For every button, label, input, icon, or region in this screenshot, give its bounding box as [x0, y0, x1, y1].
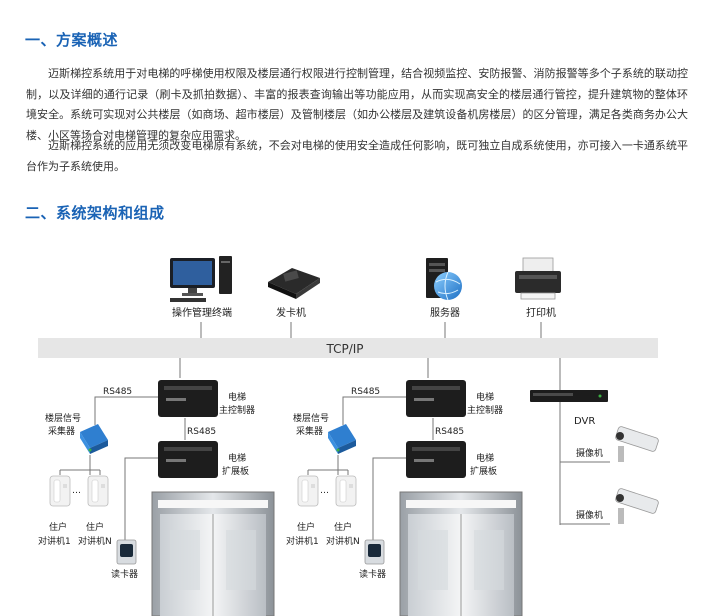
ellipsis: …	[320, 486, 329, 496]
rs485-top-label: RS485	[351, 387, 380, 397]
rs485-top-label: RS485	[103, 387, 132, 397]
dvr-group: DVR 摄像机 摄像机	[530, 358, 659, 525]
card-reader-icon	[364, 539, 385, 565]
intercom-n-label-1: 住户	[86, 521, 104, 533]
intercom-1-icon	[49, 475, 71, 507]
elevator-car-icon	[151, 491, 275, 616]
main-controller-label-1: 电梯	[228, 391, 246, 403]
collector-label-1: 楼层信号	[293, 412, 329, 424]
collector-label-2: 采集器	[296, 425, 323, 437]
intercom-n-icon	[335, 475, 357, 507]
expansion-label-2: 扩展板	[222, 465, 249, 477]
card-reader-label: 读卡器	[359, 568, 386, 580]
card-reader-icon	[116, 539, 137, 565]
camera-1-icon	[615, 426, 659, 462]
intercom-1-icon	[297, 475, 319, 507]
intercom-1-label-2: 对讲机1	[38, 535, 71, 547]
server-label: 服务器	[430, 306, 460, 319]
intercom-1-label-1: 住户	[49, 521, 67, 533]
camera-1-label: 摄像机	[576, 447, 603, 459]
main-controller-label-1: 电梯	[476, 391, 494, 403]
card-issuer-label: 发卡机	[276, 306, 306, 319]
dvr-icon	[530, 390, 608, 402]
printer-icon	[515, 257, 561, 300]
intercom-n-label-2: 对讲机N	[78, 535, 112, 547]
card-issuer-icon	[268, 268, 320, 299]
terminal-label: 操作管理终端	[172, 306, 232, 319]
card-reader-label: 读卡器	[111, 568, 138, 580]
intercom-1-label-2: 对讲机1	[286, 535, 319, 547]
elevator-group-2: RS485 RS485 电梯 主控制器 电梯 扩展板 楼层信号 采集器 … 住户…	[286, 358, 523, 616]
intercom-n-label-2: 对讲机N	[326, 535, 360, 547]
intercom-n-label-1: 住户	[334, 521, 352, 533]
expansion-label-1: 电梯	[228, 452, 246, 464]
floor-signal-collector-icon	[328, 424, 356, 454]
intercom-1-label-1: 住户	[297, 521, 315, 533]
rs485-mid-label: RS485	[187, 427, 216, 437]
floor-signal-collector-icon	[80, 424, 108, 454]
tcpip-label: TCP/IP	[325, 342, 363, 356]
main-controller-label-2: 主控制器	[467, 404, 503, 416]
server-icon	[426, 258, 462, 301]
tcpip-bus	[38, 338, 658, 358]
dvr-label: DVR	[574, 416, 595, 427]
section1-title: 一、方案概述	[25, 31, 119, 49]
expansion-label-1: 电梯	[476, 452, 494, 464]
elevator-car-icon	[399, 491, 523, 616]
section1-paragraph-1: 迈斯梯控系统用于对电梯的呼梯使用权限及楼层通行权限进行控制管理，结合视频监控、安…	[26, 67, 688, 142]
camera-2-label: 摄像机	[576, 509, 603, 521]
camera-2-icon	[615, 488, 659, 524]
terminal-icon	[170, 256, 232, 302]
rs485-mid-label: RS485	[435, 427, 464, 437]
main-controller-label-2: 主控制器	[219, 404, 255, 416]
collector-label-1: 楼层信号	[45, 412, 81, 424]
intercom-n-icon	[87, 475, 109, 507]
ellipsis: …	[72, 486, 81, 496]
section2-title: 二、系统架构和组成	[25, 204, 165, 222]
expansion-label-2: 扩展板	[470, 465, 497, 477]
elevator-group-1: RS485 RS485 电梯 主控制器 电梯 扩展板 楼层信号 采集器 … 住户…	[38, 358, 275, 616]
section1-paragraph-2: 迈斯梯控系统的应用无须改变电梯原有系统，不会对电梯的使用安全造成任何影响，既可独…	[26, 139, 688, 173]
printer-label: 打印机	[526, 306, 556, 319]
collector-label-2: 采集器	[48, 425, 75, 437]
